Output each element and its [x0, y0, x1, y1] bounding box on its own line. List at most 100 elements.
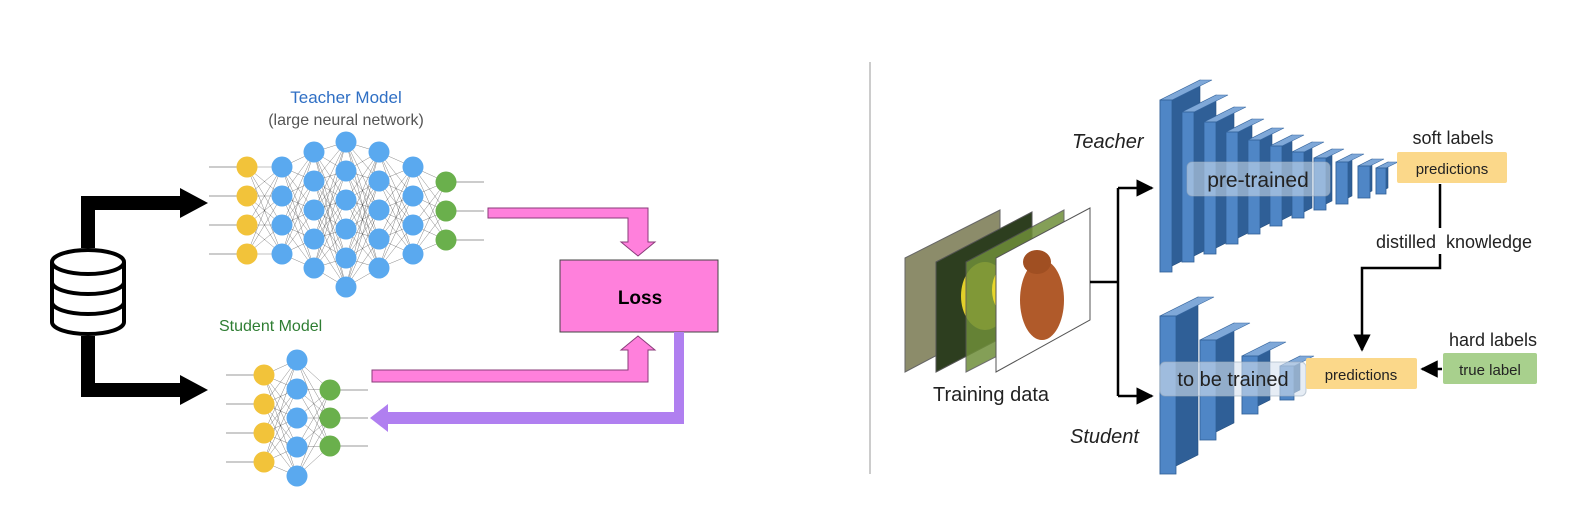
output-node [319, 407, 341, 429]
connection-line [246, 166, 283, 226]
hidden-node [335, 247, 357, 269]
connection-line [378, 195, 414, 269]
cnn-block [1357, 158, 1385, 199]
distilled-knowledge-label: distilled knowledge [1376, 232, 1532, 252]
cnn-block [1375, 161, 1399, 195]
hidden-node [286, 378, 308, 400]
input-node [253, 364, 275, 386]
true-label-label: true label [1459, 362, 1521, 379]
connection-line [378, 166, 414, 240]
input-node [236, 156, 258, 178]
student-label: Student [1070, 426, 1140, 448]
hidden-node [286, 465, 308, 487]
teacher-neural-network [209, 131, 484, 298]
connection-line [296, 388, 331, 447]
data-arrow-to-teacher [81, 188, 208, 248]
hidden-node [303, 257, 325, 279]
right-panel: Training data Teacher Student pre-traine… [904, 79, 1548, 475]
input-node [253, 393, 275, 415]
loss-label: Loss [618, 288, 662, 309]
hidden-node [286, 407, 308, 429]
hidden-node [402, 185, 424, 207]
connection-line [281, 151, 315, 255]
puppy-icon [1020, 260, 1064, 340]
hidden-node [271, 185, 293, 207]
output-node [435, 171, 457, 193]
hidden-node [271, 214, 293, 236]
connection-line [246, 195, 283, 255]
database-icon [50, 248, 126, 336]
hard-labels-label: hard labels [1449, 330, 1537, 350]
connection-line [296, 389, 331, 477]
loss-to-student-arrow [370, 332, 684, 432]
output-node [319, 435, 341, 457]
hidden-node [368, 141, 390, 163]
input-node [253, 422, 275, 444]
connection-line [313, 170, 347, 269]
student-output-to-loss-arrow [371, 335, 657, 383]
connection-line [246, 166, 283, 255]
hidden-node [271, 156, 293, 178]
connection-line [345, 151, 380, 259]
connection-line [296, 417, 331, 477]
output-node [435, 229, 457, 251]
hidden-node [335, 160, 357, 182]
input-node [236, 214, 258, 236]
connection-line [378, 166, 414, 269]
training-data-images [904, 207, 1091, 373]
hidden-node [286, 349, 308, 371]
connection-line [313, 141, 347, 240]
hidden-node [368, 228, 390, 250]
connection-line [281, 180, 315, 255]
hidden-node [286, 436, 308, 458]
connection-line [263, 359, 298, 434]
connection-line [412, 181, 447, 255]
input-node [253, 451, 275, 473]
hidden-node [271, 243, 293, 265]
cnn-block [1335, 153, 1365, 205]
connection-line [281, 151, 315, 226]
student-model-title: Student Model [219, 318, 322, 335]
connection-line [345, 209, 380, 288]
teacher-output-to-loss-arrow [487, 207, 657, 257]
connection-line [313, 199, 347, 269]
teacher-model-title: Teacher Model [290, 88, 402, 107]
pretrained-label: pre-trained [1207, 169, 1309, 192]
input-node [236, 243, 258, 265]
input-node [236, 185, 258, 207]
hidden-node [303, 228, 325, 250]
to-be-trained-label: to be trained [1177, 369, 1288, 391]
hidden-node [303, 170, 325, 192]
connection-line [296, 359, 331, 419]
hidden-node [402, 243, 424, 265]
hidden-node [368, 257, 390, 279]
student-predictions-label: predictions [1325, 367, 1398, 384]
output-node [435, 200, 457, 222]
student-neural-network [226, 349, 368, 487]
connection-line [296, 389, 331, 448]
student-predictions-box [1306, 358, 1417, 389]
loss-box [559, 259, 719, 333]
hidden-node [335, 131, 357, 153]
distilled-knowledge-arrow [1353, 184, 1442, 352]
connection-line [345, 180, 380, 288]
left-panel: Teacher Model (large neural network) Stu… [50, 88, 719, 487]
connection-line [263, 359, 298, 463]
connection-line [263, 388, 298, 463]
connection-line [313, 141, 347, 211]
connection-line [345, 151, 380, 230]
hidden-node [335, 189, 357, 211]
teacher-predictions-label: predictions [1416, 161, 1489, 178]
pretrained-label-box [1186, 161, 1331, 197]
data-arrow-to-student [81, 336, 208, 405]
connection-line [296, 359, 331, 447]
hidden-node [402, 214, 424, 236]
training-data-branch-arrows [1090, 179, 1154, 405]
output-node [319, 379, 341, 401]
training-data-label: Training data [933, 384, 1050, 406]
hidden-node [335, 276, 357, 298]
hidden-node [335, 218, 357, 240]
hidden-node [303, 199, 325, 221]
teacher-label: Teacher [1072, 131, 1145, 153]
